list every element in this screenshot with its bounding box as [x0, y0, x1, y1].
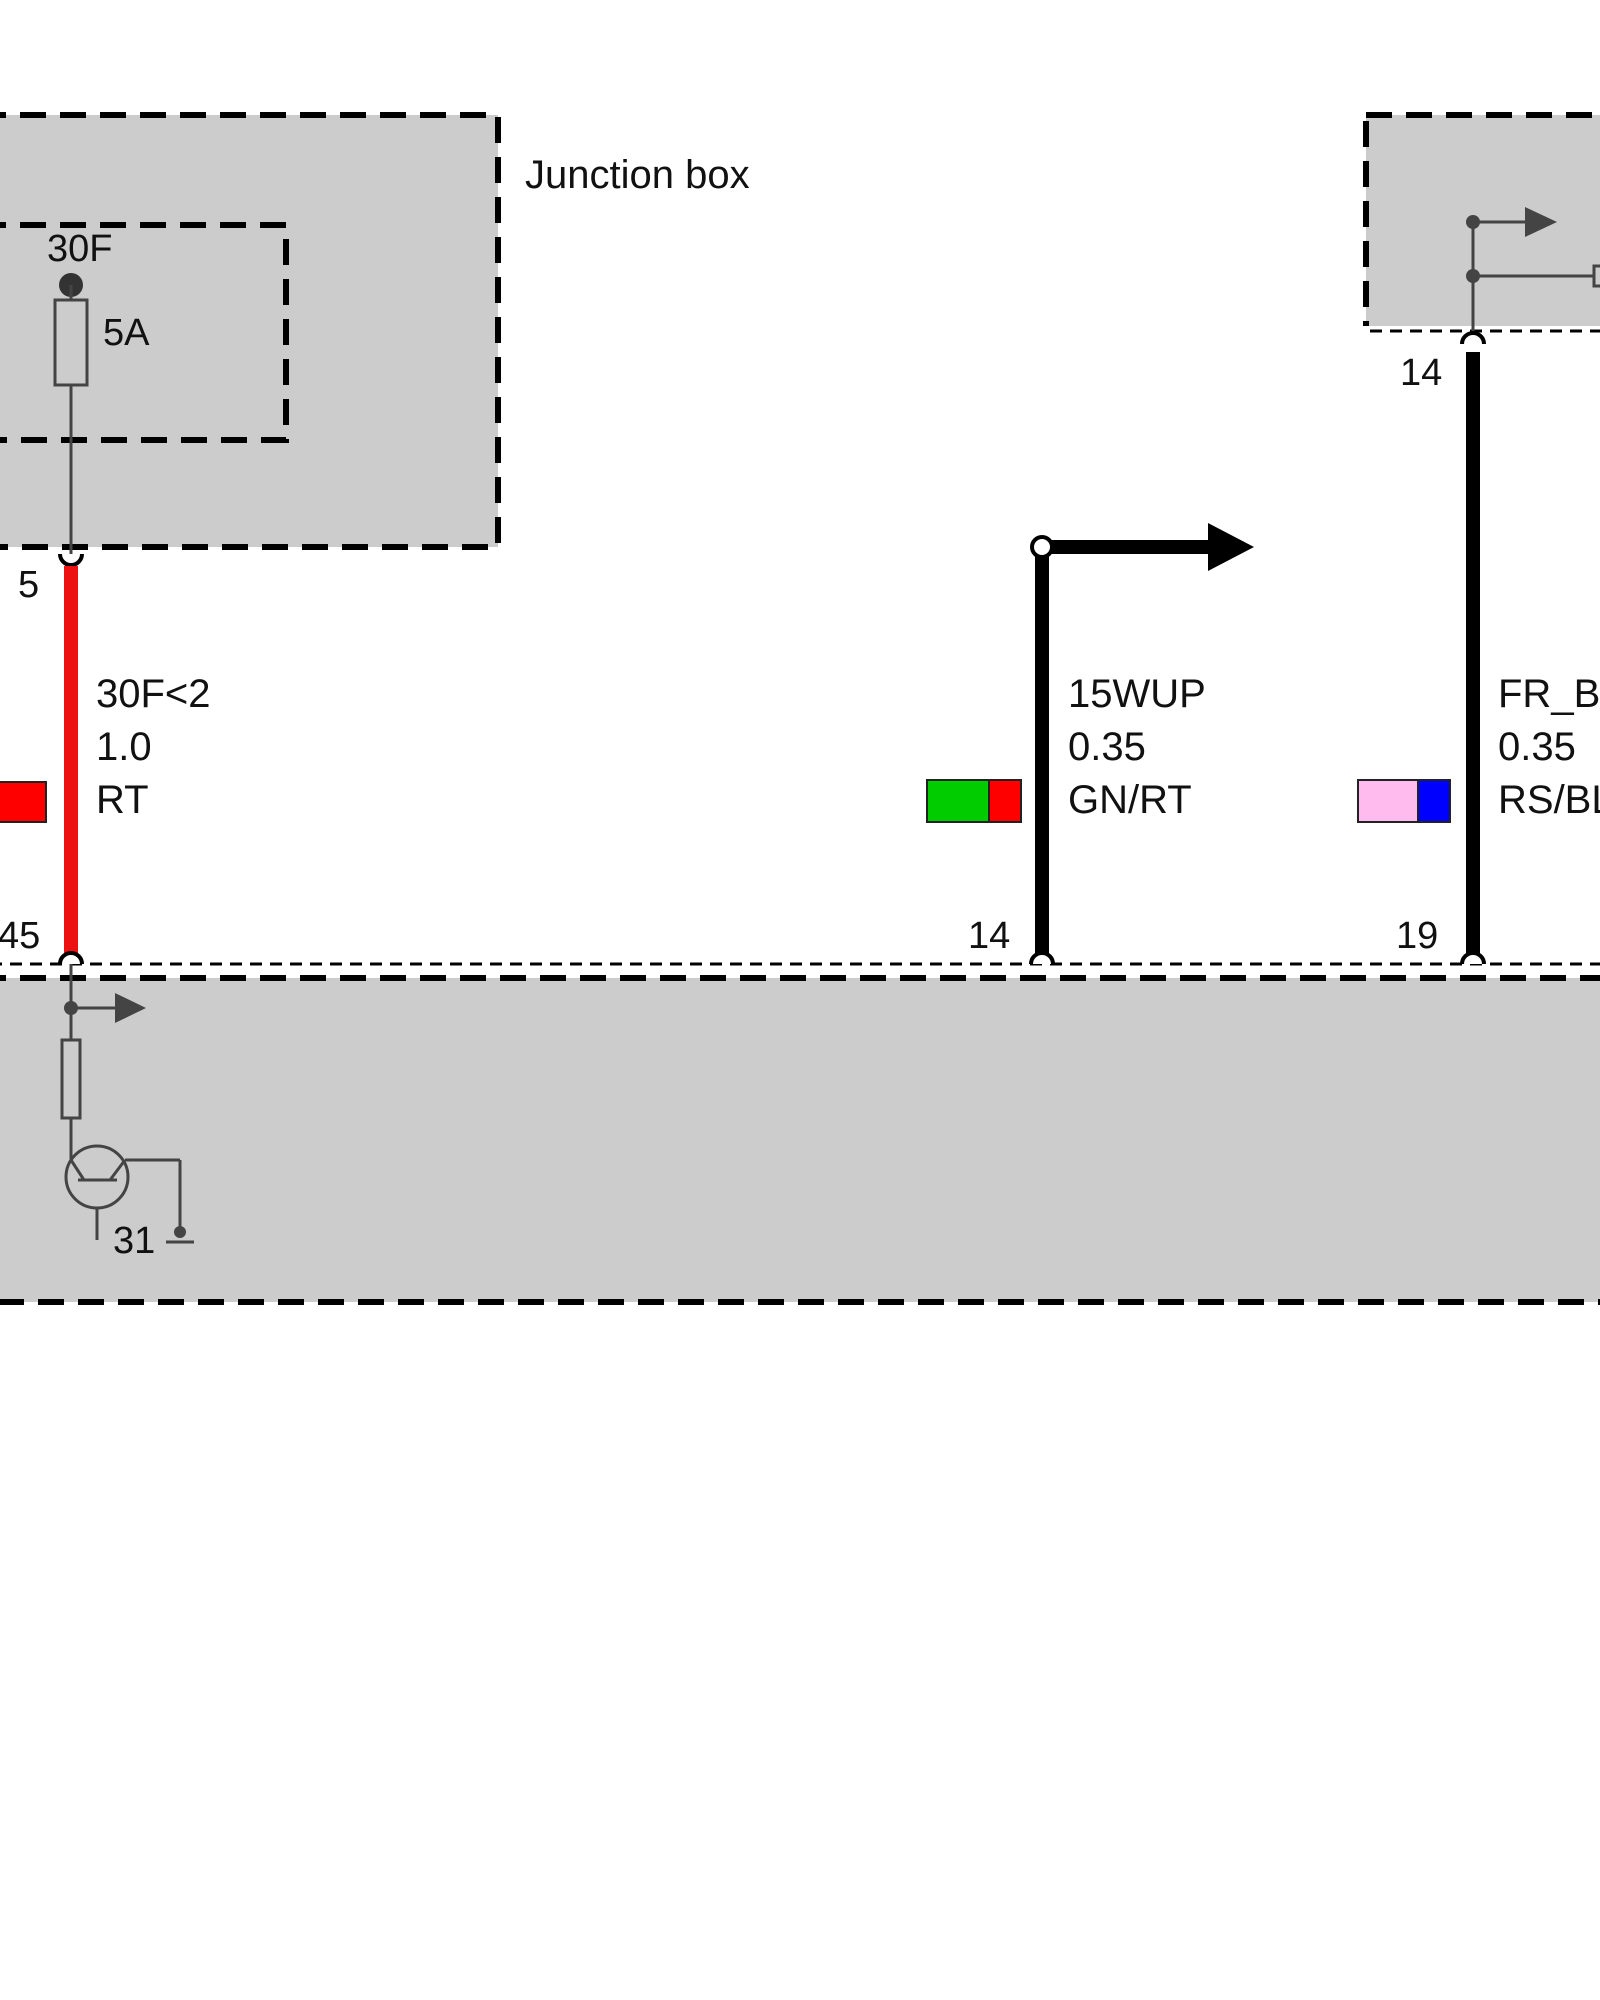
wire-15wup-pin — [1029, 951, 1055, 965]
wire-30f-gauge: 1.0 — [96, 725, 152, 769]
ground-node — [174, 1226, 186, 1238]
wire-fr-b-signal: FR_B — [1498, 672, 1600, 716]
wire-15wup-arrow-icon — [1208, 523, 1254, 571]
lower-resistor — [60, 1038, 82, 1120]
wire-30f-color-code: RT — [96, 778, 149, 822]
lower-module: 31 45 14 19 — [0, 915, 1600, 1305]
wire-fr-b-swatch-primary — [1357, 779, 1419, 823]
junction-box: Junction box 30F 5A 5 — [0, 112, 750, 606]
wire-15wup-gauge: 0.35 — [1068, 725, 1146, 769]
wire-15wup-node — [1030, 535, 1054, 559]
wire-fr-b-gauge: 0.35 — [1498, 725, 1576, 769]
fuse-carrier-outline — [0, 222, 289, 443]
fuse-rating-label: 5A — [103, 312, 150, 354]
junction-box-pin-label: 5 — [18, 564, 39, 606]
wire-30f-pin — [58, 951, 84, 965]
wire-15wup-swatch-secondary — [988, 779, 1022, 823]
lower-pin-label-3: 19 — [1396, 915, 1438, 957]
wire-15wup-color-code: GN/RT — [1068, 778, 1192, 822]
upper-right-signal-arrow-icon — [1525, 207, 1557, 237]
junction-box-label: Junction box — [525, 153, 750, 197]
fuse-node-label: 30F — [47, 228, 112, 270]
wire-30f: 30F<2 1.0 RT — [0, 566, 211, 965]
upper-right-pin-14 — [1460, 331, 1486, 345]
upper-right-module: 14 — [1362, 112, 1600, 394]
upper-right-resistor-stub — [1592, 264, 1600, 288]
lower-pin-label-2: 14 — [968, 915, 1010, 957]
wire-15wup-swatch-primary — [926, 779, 990, 823]
upper-right-pin-label: 14 — [1400, 352, 1442, 394]
wire-fr-b-color-code: RS/BL — [1498, 778, 1600, 822]
junction-box-pin-5 — [58, 553, 84, 567]
wire-30f-color-swatch — [0, 781, 47, 823]
wire-fr-b: FR_B 0.35 RS/BL — [1357, 352, 1600, 965]
fuse-5a — [53, 298, 89, 387]
lower-module-outline — [0, 975, 1600, 1305]
wire-fr-b-swatch-secondary — [1417, 779, 1451, 823]
lower-pin-label-1: 45 — [0, 915, 40, 957]
wire-fr-b-pin — [1460, 951, 1486, 965]
wire-15wup-signal: 15WUP — [1068, 672, 1206, 716]
lower-signal-arrow-icon — [115, 993, 146, 1023]
wire-30f-signal: 30F<2 — [96, 672, 211, 716]
transistor-collector — [69, 1159, 86, 1181]
wire-15wup: 15WUP 0.35 GN/RT — [926, 523, 1254, 965]
ground-label: 31 — [113, 1220, 155, 1262]
transistor-emitter — [108, 1159, 127, 1181]
